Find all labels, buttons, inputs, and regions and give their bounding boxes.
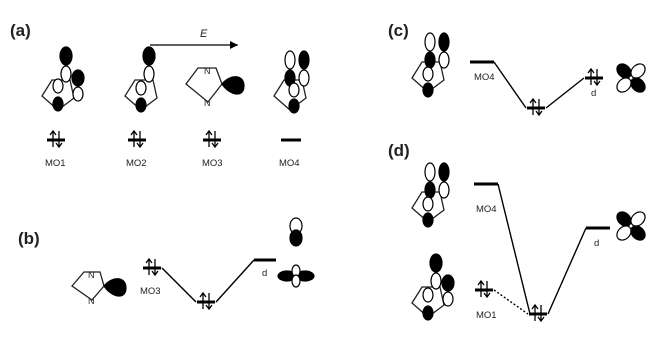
svg-text:N: N bbox=[88, 270, 95, 280]
mo4-label: MO4 bbox=[279, 158, 300, 169]
d-mo1-level bbox=[473, 279, 495, 299]
d-connector-mo1 bbox=[493, 289, 529, 315]
d-mo1-molecule bbox=[411, 253, 455, 321]
panel-label-a: (a) bbox=[10, 21, 31, 40]
c-metal-level bbox=[583, 67, 605, 87]
panel-label-b: (b) bbox=[18, 229, 40, 248]
b-connector-left bbox=[161, 267, 197, 303]
mo3-level bbox=[201, 129, 223, 149]
energy-arrow bbox=[150, 41, 238, 49]
c-bond-level bbox=[525, 97, 547, 117]
svg-text:N: N bbox=[88, 296, 95, 306]
mo1-level bbox=[45, 129, 67, 149]
d-bond-level bbox=[527, 303, 549, 323]
c-metal-d-orbital bbox=[616, 63, 646, 93]
b-ligand-molecule: N N bbox=[71, 270, 127, 306]
b-metal-dz2-orbital bbox=[289, 217, 303, 247]
c-metal-label: d bbox=[591, 88, 596, 99]
d-mo4-molecule bbox=[411, 162, 450, 228]
b-metal-dxy-orbital bbox=[277, 264, 315, 288]
d-metal-label: d bbox=[594, 238, 599, 249]
d-mo4-label: MO4 bbox=[476, 204, 497, 215]
mo3-label: MO3 bbox=[202, 158, 223, 169]
mo3-molecule: N N bbox=[185, 66, 245, 108]
panel-label-d: (d) bbox=[388, 141, 410, 160]
d-mo1-label: MO1 bbox=[476, 310, 497, 321]
c-ligand-label: MO4 bbox=[474, 72, 495, 83]
energy-label: E bbox=[200, 28, 208, 40]
c-connector-right bbox=[545, 77, 585, 109]
b-bond-level bbox=[195, 291, 217, 311]
b-metal-label: d bbox=[262, 268, 267, 279]
panel-label-c: (c) bbox=[388, 21, 409, 40]
c-mo4-molecule bbox=[411, 32, 450, 98]
d-connector-metal bbox=[547, 227, 587, 315]
d-metal-d-orbital bbox=[616, 211, 646, 241]
mo2-label: MO2 bbox=[126, 158, 147, 169]
mo4-molecule bbox=[273, 50, 310, 114]
svg-text:N: N bbox=[204, 98, 211, 108]
mo2-molecule bbox=[124, 46, 158, 113]
mo1-molecule bbox=[41, 46, 85, 112]
mo2-level bbox=[126, 129, 148, 149]
b-ligand-level bbox=[141, 257, 163, 277]
c-connector-left bbox=[493, 61, 527, 109]
mo1-label: MO1 bbox=[45, 158, 66, 169]
b-connector-right bbox=[215, 259, 255, 303]
svg-text:N: N bbox=[204, 66, 211, 76]
b-ligand-label: MO3 bbox=[140, 286, 161, 297]
d-connector-mo4 bbox=[497, 183, 531, 315]
